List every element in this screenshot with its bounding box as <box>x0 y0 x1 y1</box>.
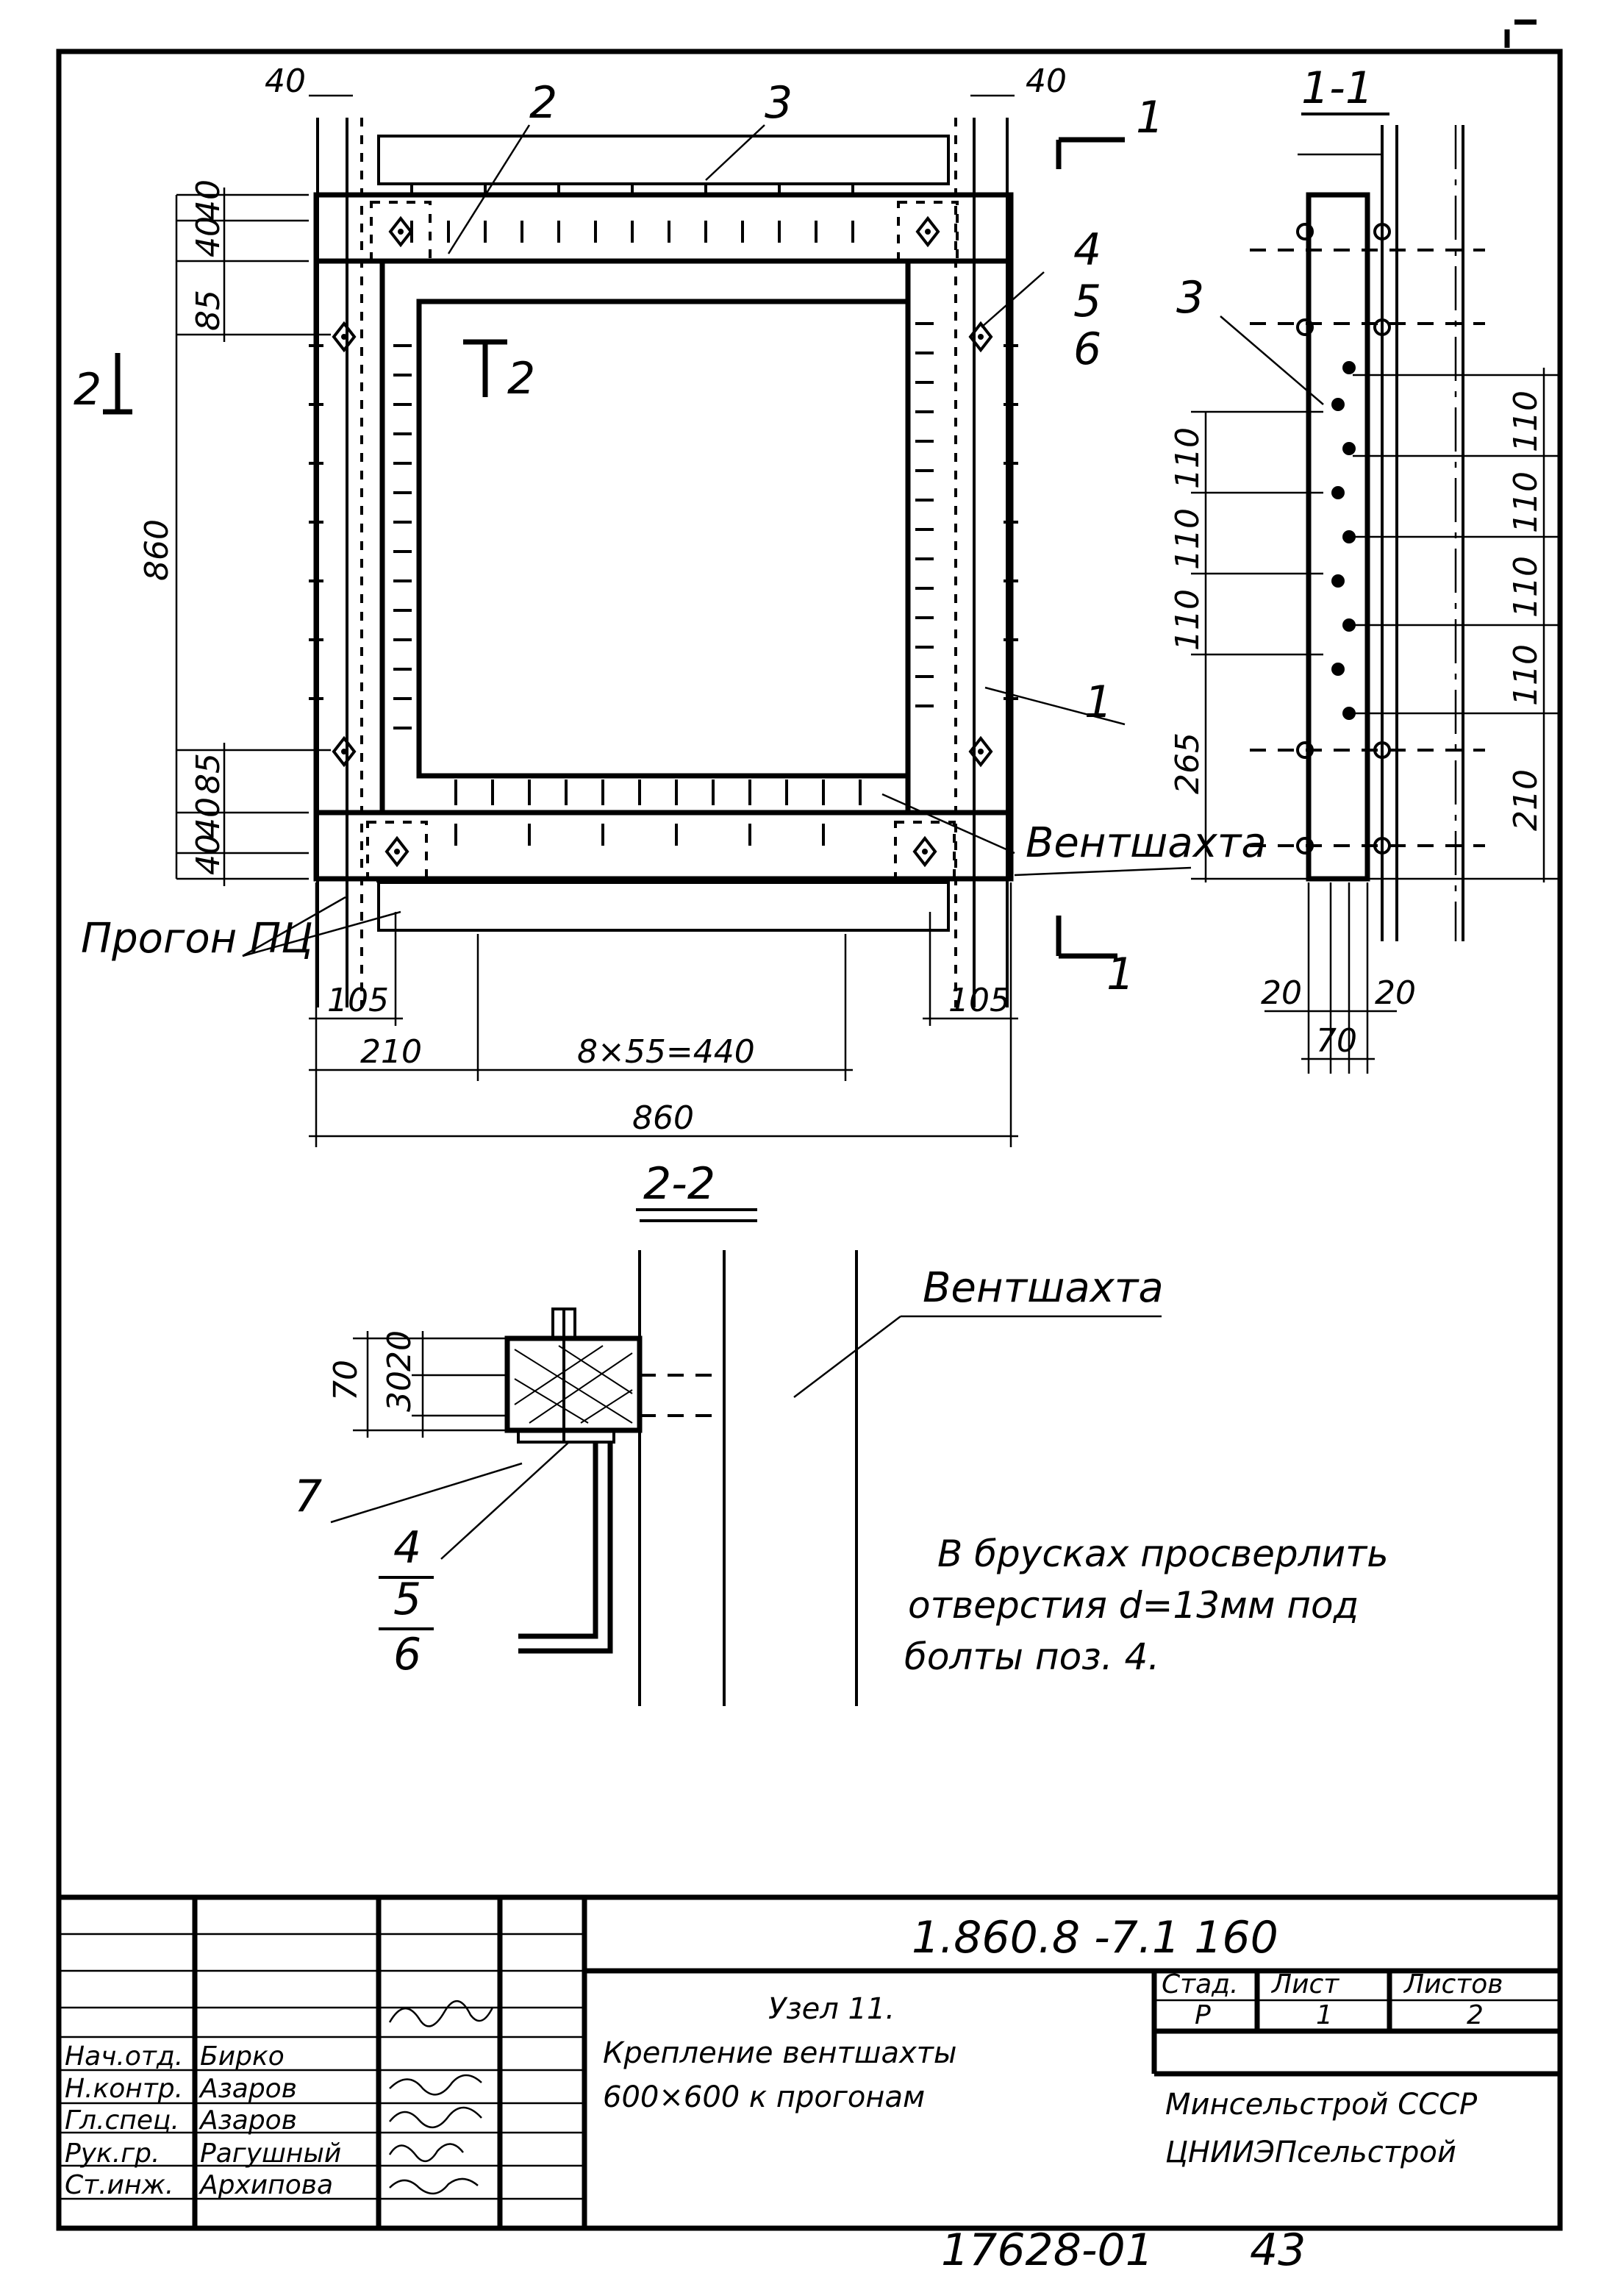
role-4: Рук.гр. <box>65 2138 160 2169</box>
s22-pos-5-label: 5 <box>393 1574 421 1625</box>
title-line-2: Крепление вентшахты <box>603 2036 957 2070</box>
section-2-2 <box>330 1208 1162 1706</box>
role-3: Гл.спец. <box>65 2105 179 2136</box>
bolt-markers <box>332 201 993 882</box>
s11-dim-110-1: 110 <box>1169 427 1206 489</box>
view-2-2-title: 2-2 <box>643 1158 715 1210</box>
title-block <box>59 1894 1560 2228</box>
outer-frame <box>313 192 1014 882</box>
name-3: Азаров <box>198 2105 297 2136</box>
dim-40-left: 40 <box>265 63 306 100</box>
note-line-3: болты поз. 4. <box>904 1635 1159 1678</box>
stage-value: Р <box>1195 2000 1211 2030</box>
view-1-1-title: 1-1 <box>1301 63 1373 114</box>
sheets-header: Листов <box>1403 1969 1503 1999</box>
dim-40-d: 40 <box>190 834 227 875</box>
s22-dim-70: 70 <box>327 1360 365 1401</box>
s11-dim-110-3: 110 <box>1169 589 1206 651</box>
dim-40-c: 40 <box>190 797 227 838</box>
dim-85-bottom: 85 <box>190 753 227 794</box>
sheet-frame <box>56 49 1563 2231</box>
archive-number: 17628-01 <box>941 2225 1153 2276</box>
s11-dim-r110-4: 110 <box>1507 644 1545 706</box>
pos-1-label: 1 <box>1084 677 1112 728</box>
role-1: Нач.отд. <box>65 2041 183 2072</box>
shaft-opening <box>416 299 911 779</box>
section-2-inner-label: 2 <box>507 353 535 404</box>
s22-pos-4-label: 4 <box>393 1522 421 1574</box>
section-1-top-label: 1 <box>1136 92 1164 143</box>
org-line-1: Минсельстрой СССР <box>1165 2088 1478 2122</box>
pos-6-label: 6 <box>1073 324 1101 375</box>
section-1-bottom-label: 1 <box>1106 949 1134 1000</box>
s22-pos-6-label: 6 <box>393 1629 421 1680</box>
dim-40-b: 40 <box>190 216 227 257</box>
s11-dim-r110-3: 110 <box>1507 556 1545 618</box>
timber-block <box>504 1335 643 1433</box>
page-number: 43 <box>1250 2225 1306 2276</box>
title-line-1: Узел 11. <box>768 1992 895 2026</box>
title-line-3: 600×600 к прогонам <box>603 2080 925 2114</box>
dim-105-left: 105 <box>327 982 389 1019</box>
s11-dim-110-2: 110 <box>1169 508 1206 570</box>
s11-dim-70: 70 <box>1316 1022 1357 1060</box>
s11-pos-3-label: 3 <box>1176 272 1204 324</box>
pos-3-label: 3 <box>765 77 793 129</box>
dim-105-right: 105 <box>948 982 1010 1019</box>
dim-860-vert: 860 <box>138 519 176 581</box>
role-2: Н.контр. <box>65 2074 183 2104</box>
s11-dim-20-right: 20 <box>1375 974 1416 1012</box>
role-5: Ст.инж. <box>65 2170 174 2200</box>
name-2: Азаров <box>198 2074 297 2104</box>
corner-mark <box>1504 19 1537 48</box>
s11-dim-r210: 210 <box>1507 769 1545 831</box>
s11-dim-20-left: 20 <box>1261 974 1302 1012</box>
pos-2-label: 2 <box>529 77 557 129</box>
sheet-header: Лист <box>1270 1969 1339 1999</box>
ventshakhta-label: Вентшахта <box>1026 819 1267 867</box>
section-2-left-label: 2 <box>74 364 101 415</box>
dim-860-horiz: 860 <box>632 1099 694 1137</box>
name-4: Рагушный <box>200 2138 341 2169</box>
s22-pos-7-label: 7 <box>294 1471 322 1522</box>
stage-header: Стад. <box>1162 1969 1239 1999</box>
pos-5-label: 5 <box>1073 276 1101 327</box>
note-line-2: отверстия d=13мм под <box>908 1584 1359 1627</box>
s22-dim-30: 30 <box>381 1371 418 1412</box>
note-line-1: В брусках просверлить <box>937 1533 1389 1575</box>
s11-dim-r110-2: 110 <box>1507 471 1545 533</box>
pos-4-label: 4 <box>1073 224 1101 276</box>
dim-440: 8×55=440 <box>577 1033 755 1071</box>
sheet-value: 1 <box>1316 2000 1333 2030</box>
s11-dim-265: 265 <box>1169 732 1206 794</box>
name-5: Архипова <box>198 2170 333 2200</box>
dim-210: 210 <box>360 1033 422 1071</box>
sheets-value: 2 <box>1467 2000 1484 2030</box>
s22-ventshakhta-label: Вентшахта <box>923 1264 1164 1312</box>
plan-view <box>103 94 1192 1147</box>
name-1: Бирко <box>200 2041 285 2072</box>
doc-code: 1.860.8 -7.1 160 <box>912 1912 1278 1963</box>
section-1-1 <box>1191 113 1559 1074</box>
s11-dim-r110-1: 110 <box>1507 390 1545 452</box>
dim-40-a: 40 <box>190 179 227 221</box>
dim-85-top: 85 <box>190 290 227 331</box>
signatures <box>388 2000 494 2194</box>
s22-dim-20: 20 <box>381 1330 418 1371</box>
progon-label: Прогон ПЦ <box>81 915 313 963</box>
org-line-2: ЦНИИЭПсельстрой <box>1165 2136 1456 2169</box>
dim-40-right: 40 <box>1026 63 1067 100</box>
